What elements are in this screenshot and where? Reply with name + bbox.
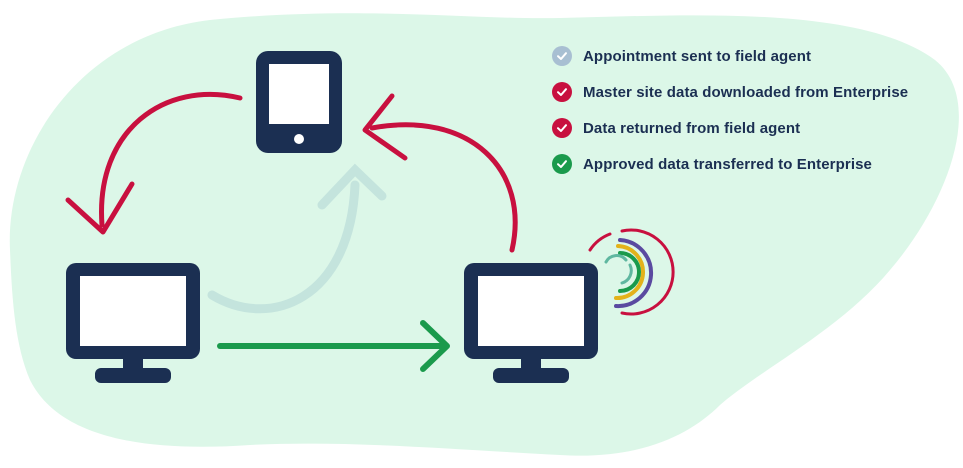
monitor-icon-left — [66, 263, 200, 383]
legend-label: Master site data downloaded from Enterpr… — [583, 83, 909, 101]
legend: Appointment sent to field agent Master s… — [552, 38, 908, 182]
red-arrow-tablet-to-left-monitor — [65, 91, 243, 235]
monitor-icon-right — [464, 263, 598, 383]
check-icon — [552, 82, 572, 102]
red-arrow-right-monitor-to-tablet — [362, 93, 518, 253]
legend-label: Appointment sent to field agent — [583, 47, 812, 65]
legend-item-data-returned: Data returned from field agent — [552, 110, 908, 146]
check-icon — [552, 46, 572, 66]
legend-item-approved-transfer: Approved data transferred to Enterprise — [552, 146, 908, 182]
concentric-arcs-logo — [588, 228, 675, 316]
legend-item-master-data: Master site data downloaded from Enterpr… — [552, 74, 908, 110]
tablet-icon — [256, 51, 342, 153]
green-arrow-left-to-right-monitor — [217, 320, 450, 372]
legend-label: Approved data transferred to Enterprise — [583, 155, 872, 173]
legend-item-appointment: Appointment sent to field agent — [552, 38, 908, 74]
check-icon — [552, 118, 572, 138]
check-icon — [552, 154, 572, 174]
faint-arrow — [207, 163, 387, 314]
legend-label: Data returned from field agent — [583, 119, 801, 137]
